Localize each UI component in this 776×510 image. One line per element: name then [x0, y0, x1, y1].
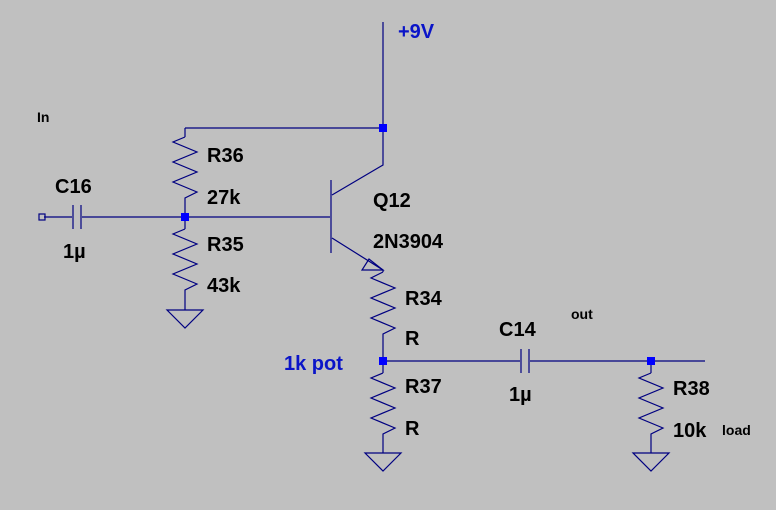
input-label: In [37, 109, 49, 125]
c16-value: 1µ [63, 241, 86, 263]
r36-value: 27k [207, 187, 241, 209]
c14-ref: C14 [499, 319, 537, 341]
r35-resistor [171, 228, 199, 297]
ground-icon [363, 452, 403, 472]
r38-resistor [637, 372, 665, 441]
junction-dot [647, 357, 655, 365]
r38-ref: R38 [673, 378, 710, 400]
r36-ref: R36 [207, 145, 244, 167]
q12-emitter-arrow [360, 258, 385, 271]
r34-value: R [405, 328, 420, 350]
collector-wire [331, 128, 384, 196]
ground-icon [631, 452, 671, 472]
r37-resistor [369, 372, 397, 441]
c16-capacitor [72, 205, 82, 229]
q12-ref: Q12 [373, 190, 411, 212]
q12-transistor [330, 180, 385, 271]
c14-capacitor [520, 349, 530, 373]
load-note: load [722, 422, 751, 438]
c16-ref: C16 [55, 176, 92, 198]
r38-value: 10k [673, 420, 707, 442]
r35-ref: R35 [207, 234, 244, 256]
r37-ref: R37 [405, 376, 442, 398]
r35-value: 43k [207, 275, 241, 297]
junction-dot [379, 357, 387, 365]
junction-dot [379, 124, 387, 132]
r34-ref: R34 [405, 288, 443, 310]
ground-icon [165, 309, 205, 329]
r37-value: R [405, 418, 420, 440]
output-label: out [571, 306, 593, 322]
supply-label: +9V [398, 21, 435, 43]
junction-dot [181, 213, 189, 221]
input-port [38, 213, 46, 221]
pot-note: 1k pot [284, 353, 343, 375]
q12-value: 2N3904 [373, 231, 444, 253]
r34-resistor [369, 271, 397, 340]
r36-resistor [171, 136, 199, 205]
c14-value: 1µ [509, 384, 532, 406]
